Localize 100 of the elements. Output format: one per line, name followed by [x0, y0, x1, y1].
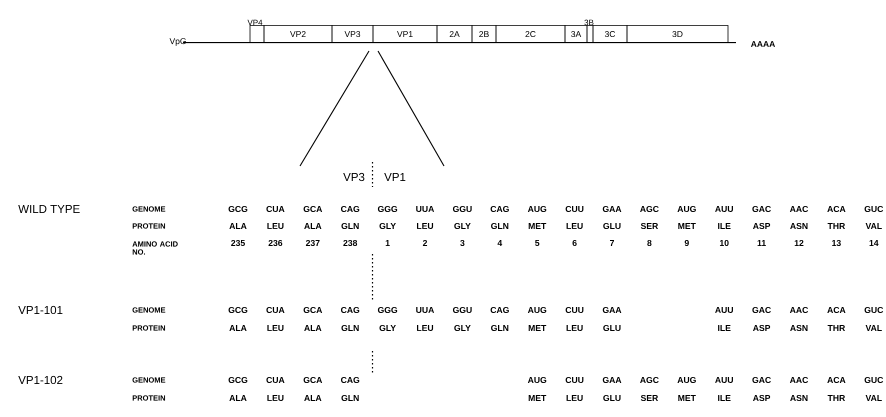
amino-acid: LEU [267, 223, 284, 229]
amino-acid: GLY [454, 222, 471, 230]
codon: CAG [341, 306, 360, 314]
amino-acid: GLN [341, 394, 359, 402]
codon: AUU [715, 307, 733, 313]
gene-segment-box: VP2 [264, 25, 332, 43]
codon: AUU [715, 206, 733, 212]
codon: GCG [228, 376, 248, 384]
codon: GAA [602, 376, 622, 384]
amino-acid: ALA [229, 223, 247, 229]
gene-segment-box: 3D [626, 25, 728, 43]
region-label: VP3 [343, 172, 364, 182]
codon: CUA [266, 206, 284, 212]
amino-acid: GLU [603, 222, 621, 230]
residue-number: 8 [647, 240, 652, 246]
amino-acid: LEU [416, 223, 434, 229]
codon: UUA [416, 206, 434, 212]
amino-acid: ASN [790, 222, 808, 230]
node-label: VP4 [247, 20, 262, 26]
codon: GAA [602, 206, 622, 212]
codon: GGU [452, 206, 472, 212]
residue-number: 7 [610, 240, 614, 246]
amino-acid: SER [640, 394, 658, 402]
codon: AUG [528, 206, 546, 212]
amino-acid: VAL [866, 325, 882, 331]
codon: GAA [602, 306, 622, 314]
amino-acid: GLN [341, 222, 359, 230]
codon: AUU [715, 377, 733, 383]
codon: CAG [490, 206, 509, 212]
amino-acid: THR [828, 325, 846, 331]
codon: AUG [677, 376, 696, 384]
amino-acid: GLU [603, 394, 621, 402]
amino-acid: ILE [718, 395, 731, 401]
amino-acid: ALA [304, 325, 322, 331]
residue-number: 4 [498, 240, 502, 246]
codon: AAC [790, 206, 808, 212]
gene-segment-box: 3C [592, 25, 628, 43]
codon: GAC [752, 206, 771, 212]
strain-label: WILD TYPE [18, 205, 80, 213]
amino-acid: LEU [267, 395, 284, 401]
codon: GAC [752, 306, 771, 314]
codon: AUG [677, 206, 696, 212]
amino-acid: ASN [790, 324, 808, 332]
amino-acid: MET [528, 223, 546, 229]
codon: GUC [864, 206, 884, 212]
codon: GCA [304, 206, 322, 212]
residue-number: 5 [535, 240, 540, 246]
codon: AGC [640, 206, 659, 212]
amino-acid: ASP [752, 222, 770, 230]
residue-number: 236 [268, 240, 282, 246]
codon: ACA [827, 376, 846, 384]
codon: CUU [566, 376, 584, 384]
codon: GUC [864, 376, 884, 384]
residue-number: 14 [870, 240, 879, 246]
codon: CAG [341, 206, 360, 212]
gene-segment-box: VP4 [247, 20, 264, 43]
gene-segment-box: VP3 [332, 25, 374, 43]
codon: AUG [528, 306, 546, 314]
codon: GGG [378, 206, 398, 212]
residue-number: 237 [306, 240, 320, 246]
amino-acid: ALA [229, 325, 247, 331]
node-label: 3B [584, 20, 594, 26]
codon: GCA [304, 306, 322, 314]
end-label: VpG [170, 38, 186, 46]
codon: CAG [490, 306, 509, 314]
amino-acid: GLY [380, 222, 396, 230]
amino-acid: GLN [491, 222, 508, 230]
strain-label: VP1-101 [18, 306, 62, 314]
codon: GUC [864, 306, 884, 314]
residue-number: 3 [460, 240, 464, 246]
codon: GGU [452, 306, 472, 314]
amino-acid: ALA [304, 223, 322, 229]
codon: ACA [827, 206, 846, 212]
gene-segment-box: 2A [436, 25, 472, 43]
amino-acid: MET [678, 223, 696, 229]
amino-acid: MET [678, 395, 696, 401]
residue-number: 2 [422, 240, 428, 246]
residue-number: 1 [386, 240, 390, 246]
codon: AAC [790, 376, 808, 384]
amino-acid: LEU [566, 223, 583, 229]
amino-acid: SER [640, 222, 658, 230]
amino-acid: ALA [304, 395, 322, 401]
codon: CAG [341, 376, 360, 384]
amino-acid: MET [528, 395, 546, 401]
codon: CUA [266, 306, 284, 314]
amino-acid: THR [828, 223, 846, 229]
amino-acid: GLU [603, 324, 621, 332]
gene-segment-box: 2C [496, 25, 566, 43]
amino-acid: VAL [866, 395, 882, 401]
amino-acid: ILE [718, 223, 731, 229]
region-label: VP1 [384, 173, 406, 181]
gene-segment-box: 3A [564, 25, 588, 43]
amino-acid: ALA [229, 395, 247, 401]
residue-number: 13 [832, 240, 841, 246]
residue-number: 12 [794, 240, 804, 246]
codon: UUA [416, 307, 434, 313]
residue-number: 235 [231, 240, 245, 246]
amino-acid: ASP [752, 324, 770, 332]
residue-number: 6 [572, 240, 577, 246]
amino-acid: LEU [267, 325, 284, 331]
